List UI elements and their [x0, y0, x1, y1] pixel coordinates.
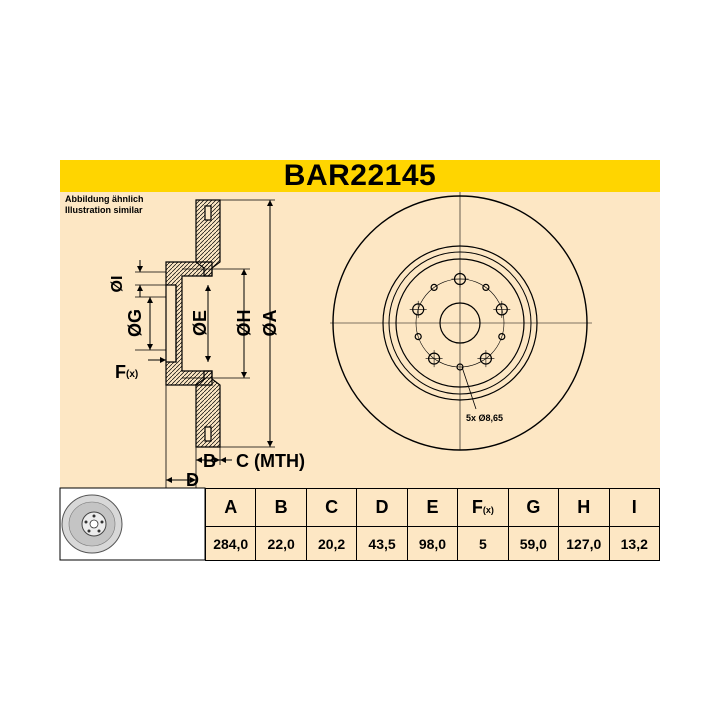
label-dim-C: C (MTH): [236, 451, 305, 471]
front-label-leader: [461, 366, 477, 410]
note-line-en: Illustration similar: [65, 205, 143, 215]
note-line-de: Abbildung ähnlich: [65, 194, 144, 204]
center-bore: [439, 302, 481, 344]
label-dim-A: ØA: [260, 309, 280, 336]
label-dim-H: ØH: [234, 310, 254, 337]
small-hole: [414, 333, 422, 341]
label-dim-B: B: [203, 451, 216, 471]
illustration-note: Abbildung ähnlich Illustration similar: [65, 194, 144, 216]
label-dim-I: ØI: [109, 276, 126, 293]
value-cell: 284,0: [204, 526, 257, 561]
value-cell: 5: [457, 526, 509, 561]
label-dim-G: ØG: [125, 309, 145, 337]
dimension-table: A B C D E F(x) G H I 284,0 22,0 20,2 43,…: [204, 488, 660, 561]
value-cell: 59,0: [507, 526, 560, 561]
hat-step-circle: [388, 251, 532, 395]
value-cell: 127,0: [558, 526, 610, 561]
header-cell: G: [507, 488, 560, 527]
header-cell: E: [406, 488, 459, 527]
label-dim-F: F(x): [115, 362, 138, 382]
disc-front-view: [330, 192, 592, 451]
disc-section-view: [165, 199, 221, 448]
value-cell: 98,0: [406, 526, 459, 561]
small-hole: [456, 363, 464, 371]
label-dim-E: ØE: [190, 310, 210, 336]
table-value-row: 284,0 22,0 20,2 43,5 98,0 5 59,0 127,0 1…: [204, 526, 660, 561]
dimension-arrows: [137, 200, 273, 483]
hat-outer-circle: [382, 245, 538, 401]
small-hole: [482, 283, 490, 291]
header-cell: B: [255, 488, 307, 527]
value-cell: 22,0: [255, 526, 307, 561]
header-cell: I: [608, 488, 660, 527]
small-hole: [498, 333, 506, 341]
hat-inner-circle: [395, 258, 525, 388]
title-bar: BAR22145: [60, 159, 660, 192]
part-number-title: BAR22145: [283, 159, 437, 192]
bolt-holes: [409, 270, 511, 368]
value-cell: 20,2: [305, 526, 358, 561]
value-cell: 13,2: [608, 526, 660, 561]
header-cell: H: [558, 488, 610, 527]
bolt-hole-label: 5x Ø8,65: [466, 413, 503, 423]
table-header-row: A B C D E F(x) G H I: [204, 488, 660, 527]
header-cell: C: [305, 488, 358, 527]
header-cell: F(x): [457, 488, 509, 527]
header-cell: D: [356, 488, 408, 527]
label-dim-D: D: [186, 470, 199, 490]
disc-outer-edge: [332, 195, 588, 451]
small-holes: [414, 283, 506, 371]
value-cell: 43,5: [356, 526, 408, 561]
disc-thumbnail: [59, 487, 206, 561]
header-cell: A: [204, 488, 257, 527]
small-hole: [430, 283, 438, 291]
